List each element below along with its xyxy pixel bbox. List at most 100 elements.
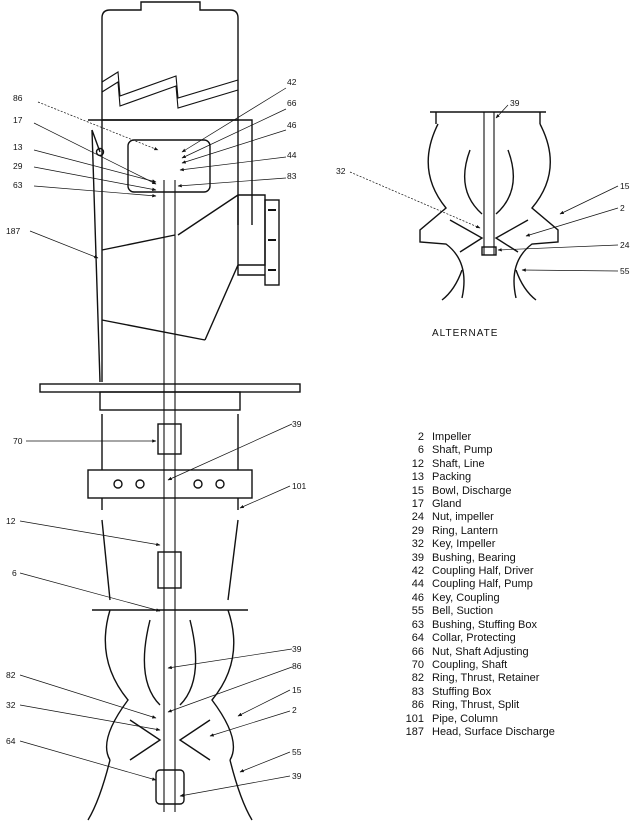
callout-66: 66 (287, 98, 297, 108)
legend-part-description: Ring, Thrust, Retainer (432, 672, 540, 685)
leader-63 (33, 185, 157, 198)
legend-part-number: 12 (411, 457, 424, 470)
callout-6: 6 (12, 568, 17, 578)
legend-part-description: Head, Surface Discharge (432, 725, 555, 738)
shaft-coupling-lower (157, 551, 182, 589)
legend-part-description: Key, Impeller (432, 538, 496, 551)
legend-part-number: 15 (411, 484, 424, 497)
impeller-lower (129, 719, 211, 761)
leader-29 (33, 166, 157, 191)
callout-39-bottom: 39 (292, 771, 302, 781)
callout-alt-15: 15 (620, 181, 630, 191)
alt-top-flange (430, 111, 546, 124)
suction-bell (87, 759, 253, 821)
flange-hole (135, 479, 145, 489)
callout-70: 70 (13, 436, 23, 446)
flange-bolts (268, 209, 276, 271)
leader-alt-55 (521, 268, 619, 272)
callout-32-bowl: 32 (6, 700, 16, 710)
legend-part-number: 46 (411, 591, 424, 604)
leader-15-bowl (237, 689, 291, 717)
flange-hole (113, 479, 123, 489)
callout-39-mid: 39 (292, 419, 302, 429)
leader-66 (181, 108, 287, 159)
callout-46: 46 (287, 120, 297, 130)
flange-hole (215, 479, 225, 489)
callout-leaders (19, 87, 619, 797)
legend-part-number: 70 (411, 658, 424, 671)
legend-part-number: 55 (411, 605, 424, 618)
leader-39-mid (167, 423, 293, 481)
discharge-elbow (101, 194, 266, 341)
callout-44: 44 (287, 150, 297, 160)
callout-55-bell: 55 (292, 747, 302, 757)
legend-row: 12 Shaft, Line (392, 458, 636, 471)
legend-part-number: 2 (417, 431, 424, 443)
legend-part-number: 86 (411, 699, 424, 712)
callout-13: 13 (13, 142, 23, 152)
alt-shaft (483, 112, 495, 255)
leader-86-top (37, 101, 159, 151)
callout-2-bowl: 2 (292, 705, 297, 715)
base-flange (99, 391, 241, 411)
alt-impeller (449, 149, 529, 253)
callout-64: 64 (6, 736, 16, 746)
legend-row: 46 Key, Coupling (392, 592, 636, 605)
leader-83 (177, 177, 287, 188)
callout-86-bowl: 86 (292, 661, 302, 671)
leader-alt-2 (525, 207, 619, 237)
legend-part-description: Bowl, Discharge (432, 484, 512, 497)
legend-part-description: Packing (432, 471, 472, 484)
legend-part-description: Stuffing Box (432, 685, 492, 698)
legend-part-number: 101 (405, 712, 424, 725)
head-bolt (95, 147, 105, 157)
leader-39-bowl (167, 648, 293, 670)
callout-17: 17 (13, 115, 23, 125)
leader-12 (19, 520, 161, 547)
leader-82 (19, 674, 157, 719)
leader-86-bowl (167, 666, 293, 713)
bowl-assembly (92, 609, 248, 761)
callout-labels: 42 86 66 17 46 13 44 29 83 63 187 70 39 … (6, 77, 630, 781)
callout-82: 82 (6, 670, 16, 680)
legend-part-number: 82 (411, 672, 424, 685)
callout-86-top: 86 (13, 93, 23, 103)
legend-part-number: 187 (405, 725, 424, 738)
callout-83: 83 (287, 171, 297, 181)
leader-alt-39 (495, 104, 509, 119)
leader-187 (29, 230, 99, 259)
legend-part-description: Coupling Half, Driver (432, 565, 534, 578)
leader-42 (181, 87, 287, 153)
legend-part-number: 17 (411, 498, 424, 511)
legend-part-description: Bushing, Stuffing Box (432, 618, 537, 631)
alt-bowl-walls (419, 123, 559, 299)
callout-alt-55: 55 (620, 266, 630, 276)
legend-row: 15 Bowl, Discharge (392, 485, 636, 498)
legend-part-description: Pipe, Column (432, 712, 499, 725)
legend-part-description: Key, Coupling (432, 591, 500, 604)
legend-part-number: 13 (411, 471, 424, 484)
alternate-bowl-view (419, 111, 559, 301)
legend-part-description: Gland (432, 498, 462, 511)
legend-part-description: Impeller (432, 431, 472, 443)
column-pipe-lower (101, 519, 239, 601)
motor-driver (101, 1, 239, 121)
legend-part-description: Shaft, Line (432, 457, 485, 470)
callout-12: 12 (6, 516, 16, 526)
shaft-coupling-upper (157, 423, 182, 455)
legend-part-number: 6 (417, 444, 424, 457)
legend-part-description: Nut, Shaft Adjusting (432, 645, 529, 658)
callout-101: 101 (292, 481, 306, 491)
legend-row: 82 Ring, Thrust, Retainer (392, 672, 636, 685)
legend-row: 2 Impeller (392, 431, 636, 444)
callout-42: 42 (287, 77, 297, 87)
discharge-head (88, 119, 253, 383)
